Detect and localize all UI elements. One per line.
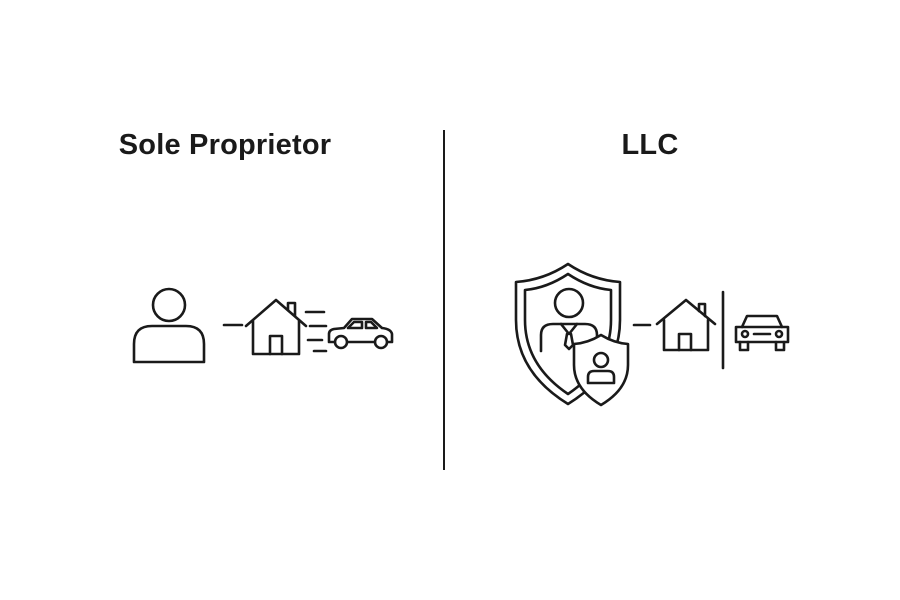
businessperson-icon xyxy=(539,287,599,353)
separator-line xyxy=(721,290,725,370)
llc-title: LLC xyxy=(621,129,679,161)
small-shield-person-icon xyxy=(572,333,630,407)
person-icon xyxy=(132,287,206,364)
sole-proprietor-title: Sole Proprietor xyxy=(118,129,332,161)
shield-icon xyxy=(514,262,622,406)
house-icon xyxy=(244,298,308,356)
connector-line xyxy=(222,323,244,327)
connector-line xyxy=(632,323,652,327)
speed-lines-icon xyxy=(304,310,328,353)
car-icon xyxy=(327,317,394,350)
house-icon xyxy=(655,298,717,352)
panel-divider xyxy=(443,130,445,470)
car-icon xyxy=(734,314,790,352)
